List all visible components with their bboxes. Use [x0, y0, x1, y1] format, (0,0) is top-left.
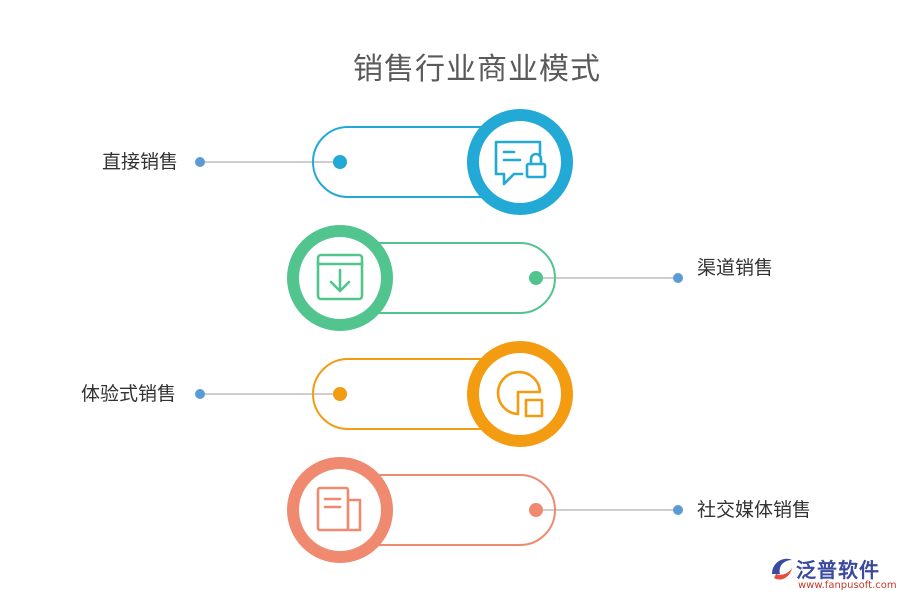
- capsule-outline: [355, 242, 556, 314]
- capsule-outline: [312, 358, 505, 430]
- page-title: 销售行业商业模式: [353, 52, 601, 87]
- item-channel-sales: [287, 225, 683, 331]
- label-experience-sales: 体验式销售: [81, 383, 177, 405]
- icon-ring: [467, 341, 573, 447]
- chat-lock-icon: [494, 140, 547, 186]
- label-social-media-sales: 社交媒体销售: [697, 499, 812, 521]
- item-experience-sales: [195, 341, 573, 447]
- icon-ring: [467, 109, 573, 215]
- brand-logo: 泛普软件 www.fanpusoft.com: [768, 552, 897, 596]
- item-social-media-sales: [287, 457, 683, 563]
- capsule-outline: [312, 126, 505, 198]
- label-direct-sales: 直接销售: [102, 151, 179, 173]
- icon-ring: [287, 457, 393, 563]
- logo-mark-icon: [772, 558, 792, 580]
- download-box-icon: [316, 253, 364, 301]
- connector-dot: [195, 157, 205, 167]
- capsule-dot: [529, 503, 543, 517]
- connector-dot: [195, 389, 205, 399]
- document-icon: [316, 486, 362, 532]
- capsule-dot: [333, 387, 347, 401]
- logo-name: 泛普软件: [796, 558, 880, 582]
- logo-url: www.fanpusoft.com: [798, 580, 897, 591]
- capsule-outline: [355, 474, 556, 546]
- capsule-dot: [529, 271, 543, 285]
- item-direct-sales: [195, 109, 573, 215]
- label-channel-sales: 渠道销售: [697, 257, 774, 279]
- connector-dot: [673, 505, 683, 515]
- connector-dot: [673, 273, 683, 283]
- pie-chart-icon: [496, 370, 544, 418]
- capsule-dot: [333, 155, 347, 169]
